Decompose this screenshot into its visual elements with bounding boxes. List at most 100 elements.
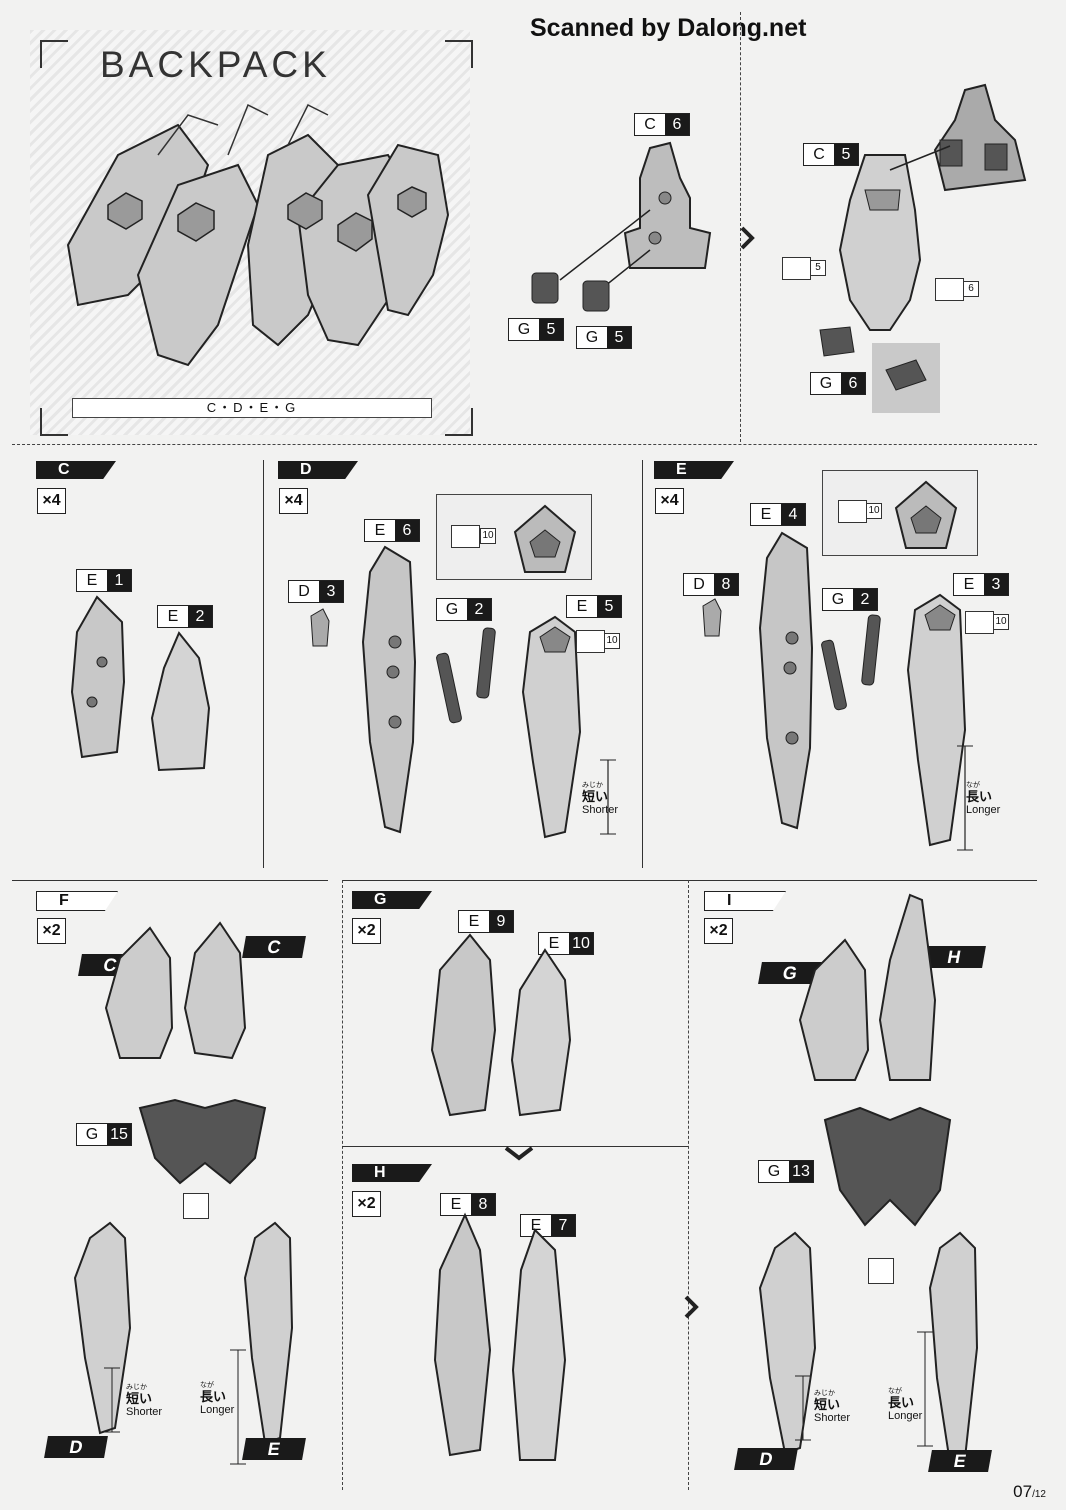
adhesive-icon-i	[868, 1258, 894, 1284]
cut-nub-icon-d-callout	[451, 525, 480, 548]
f-short-length-marker	[104, 1367, 120, 1433]
backpack-illustration	[66, 103, 450, 367]
d-callout-tip-illustration	[513, 504, 577, 573]
section-c-multiplier: ×4	[37, 488, 66, 514]
cut-nub-number-6: 6	[963, 281, 979, 297]
section-d-label: D	[278, 461, 358, 479]
divider-g-i	[688, 880, 689, 1490]
part-e1-illustration	[70, 595, 126, 759]
section-i-label: I	[704, 891, 786, 911]
part-sub-assembly-illustration	[933, 83, 1027, 192]
divider-d-e	[642, 460, 643, 868]
part-g2-d-illustration	[436, 627, 496, 724]
divider-c-d	[263, 460, 264, 868]
section-i-multiplier: ×2	[704, 918, 733, 944]
part-e8-e7-illustration	[433, 1212, 567, 1461]
cut-nub-number-5: 5	[810, 260, 826, 276]
hero-parts-label: C・D・E・G	[72, 398, 432, 418]
cut-nub-icon-e3	[965, 611, 994, 634]
section-h-multiplier: ×2	[352, 1191, 381, 1217]
divider-f-g	[342, 880, 343, 1490]
part-g6-illustration	[819, 326, 855, 357]
g6-detail-illustration	[885, 359, 927, 391]
next-step-arrow-1	[740, 226, 755, 250]
f-long-length-marker	[230, 1349, 246, 1465]
f-lower-parts-illustration	[73, 1221, 294, 1445]
length-marker-d	[600, 759, 616, 835]
part-e5-illustration	[521, 615, 582, 839]
section-d-multiplier: ×4	[279, 488, 308, 514]
block-d-i: D	[734, 1448, 798, 1470]
cut-nub-number-d-callout: 10	[480, 528, 496, 544]
scan-watermark: Scanned by Dalong.net	[530, 14, 807, 42]
part-d8-illustration	[702, 598, 722, 637]
part-e3-illustration	[906, 593, 967, 847]
divider-row2-right	[342, 880, 1037, 881]
section-e-multiplier: ×4	[655, 488, 684, 514]
part-g13-illustration	[823, 1106, 952, 1227]
next-step-arrow-h	[684, 1295, 699, 1319]
i-long-length-marker	[917, 1331, 933, 1447]
i-short-length-marker	[795, 1375, 811, 1441]
divider-row2-left	[12, 880, 328, 881]
block-d-f: D	[44, 1436, 108, 1458]
f-upper-parts-illustration	[104, 921, 247, 1060]
part-g5a-illustration	[531, 272, 559, 304]
section-e-label: E	[654, 461, 734, 479]
divider-g-h	[342, 1146, 688, 1147]
block-e-f: E	[242, 1438, 306, 1460]
adhesive-icon-f	[183, 1193, 209, 1219]
part-d3-illustration	[310, 608, 330, 647]
frame-corner-tl	[40, 40, 68, 68]
part-e9-e10-illustration	[430, 933, 572, 1117]
frame-corner-tr	[445, 40, 473, 68]
part-e2-illustration	[150, 631, 211, 772]
page-number: 07/12	[1013, 1482, 1046, 1501]
section-g-label: G	[352, 891, 432, 909]
part-c6-illustration	[623, 141, 712, 269]
i-upper-parts-illustration	[798, 893, 937, 1081]
part-e6-illustration	[361, 545, 417, 834]
section-c-label: C	[36, 461, 116, 479]
cut-nub-icon-6	[935, 278, 964, 301]
divider-top-right	[740, 12, 741, 442]
hero-title: BACKPACK	[100, 44, 331, 85]
frame-corner-bl	[40, 408, 68, 436]
cut-nub-number-e3: 10	[993, 614, 1009, 630]
section-g-multiplier: ×2	[352, 918, 381, 944]
part-e4-illustration	[758, 531, 814, 830]
frame-corner-br	[445, 408, 473, 436]
cut-nub-number-e-callout: 10	[866, 503, 882, 519]
part-g5b-illustration	[582, 280, 610, 312]
i-lower-parts-illustration	[758, 1231, 979, 1465]
cut-nub-icon-5	[782, 257, 811, 280]
next-step-arrow-g	[504, 1146, 534, 1161]
cut-nub-number-e5: 10	[604, 633, 620, 649]
e-callout-tip-illustration	[894, 480, 958, 549]
divider-row1	[12, 444, 1037, 445]
block-e-i: E	[928, 1450, 992, 1472]
section-f-label: F	[36, 891, 118, 911]
length-marker-e	[957, 745, 973, 851]
